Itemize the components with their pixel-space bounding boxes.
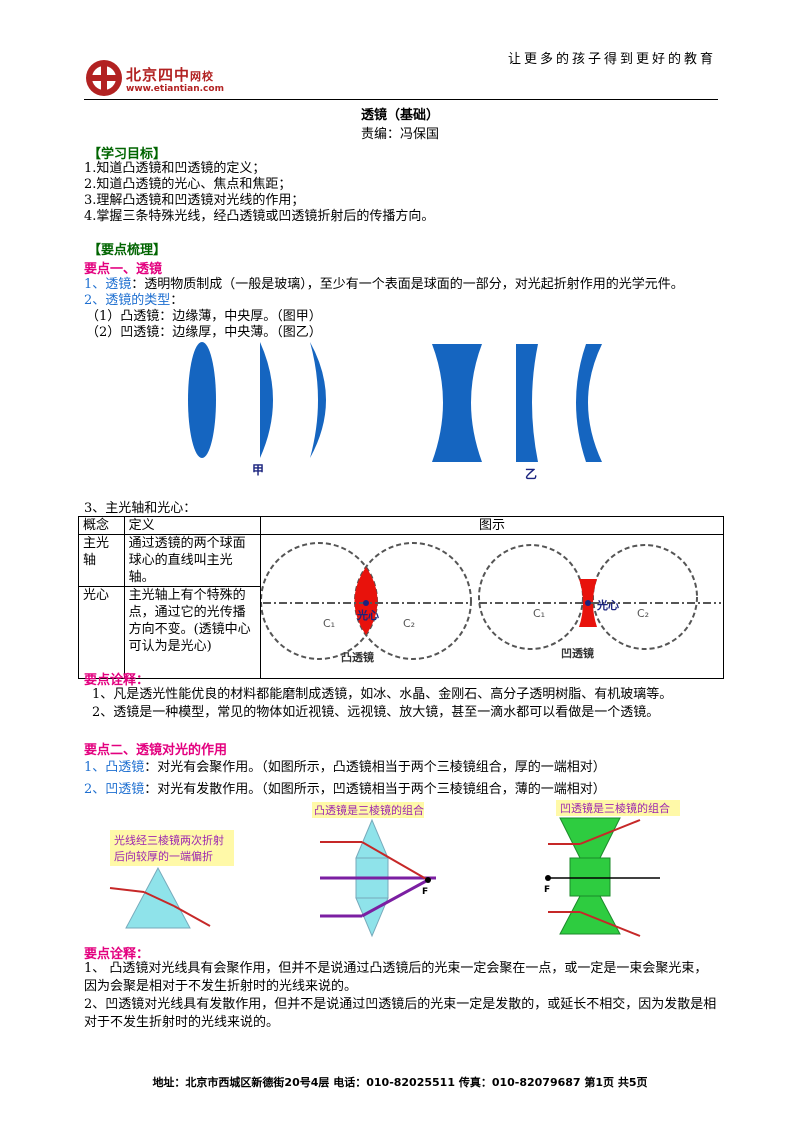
convex-lens-meniscus (310, 342, 326, 458)
concave-combo-caption: 凹透镜是三棱镜的组合 (560, 801, 670, 815)
convex-type-line: （1）凸透镜：边缘薄，中央厚。（图甲） (86, 309, 322, 324)
convex-ray-top-out (361, 841, 429, 881)
figure-yi-label: 乙 (525, 467, 537, 481)
convex-top-prism (355, 818, 389, 859)
concave-c2-label: C₂ (637, 607, 649, 620)
point1-types: 2、透镜的类型： (84, 293, 183, 309)
note1-title: 要点诠释： (84, 673, 150, 688)
convex-combo-caption: 凸透镜是三棱镜的组合 (314, 803, 424, 817)
table-header-definition: 定义 (123, 516, 262, 535)
table-row-main-axis: 主光轴 通过透镜的两个球面球心的直线叫主光轴。 光心 C₁ C₂ 凸透镜 (78, 534, 724, 679)
convex-c1-label: C₁ (323, 617, 335, 630)
point2-convex: 1、凸透镜：对光有会聚作用。（如图所示，凸透镜相当于两个三棱镜组合，厚的一端相对… (84, 760, 606, 776)
point2-title: 要点二、透镜对光的作用 (84, 743, 228, 758)
table-cell-diagram: 光心 C₁ C₂ 凸透镜 光心 C₁ C₂ 凹透镜 (260, 534, 724, 679)
point2-concave-text: ：对光有发散作用。（如图所示，凹透镜相当于两个三棱镜组合，薄的一端相对） (144, 782, 606, 797)
concave-sphere-right (592, 544, 698, 650)
goal-item-4: 4.掌握三条特殊光线，经凸透镜或凹透镜折射后的传播方向。 (84, 209, 435, 224)
convex-sphere-right (354, 542, 472, 660)
prism-caption-box (110, 830, 234, 866)
point2-convex-text: ：对光有会聚作用。（如图所示，凸透镜相当于两个三棱镜组合，厚的一端相对） (144, 760, 606, 775)
optical-center-diagram: 光心 C₁ C₂ 凸透镜 光心 C₁ C₂ 凹透镜 (260, 542, 721, 664)
concave-center-label: 光心 (596, 598, 619, 612)
points-heading: 【要点梳理】 (88, 243, 167, 258)
concave-focus-label: F (544, 885, 550, 895)
doc-title: 透镜（基础） (360, 108, 439, 123)
logo (84, 58, 284, 102)
convex-optical-center-dot (363, 600, 369, 606)
point1-types-label: 2、透镜的类型 (84, 293, 171, 308)
convex-c2-label: C₂ (403, 617, 415, 630)
logo-sub-text: 网校 (190, 70, 215, 83)
convex-center-label: 光心 (356, 608, 379, 622)
logo-name: 北京四中网校 (126, 64, 214, 85)
concave-top-prism (559, 817, 621, 859)
concave-ray-top-out (579, 819, 641, 845)
point1-definition: 1、透镜：透明物质制成（一般是玻璃），至少有一个表面是球面的一部分，对光起折射作… (84, 277, 684, 293)
convex-ray-bottom-out (361, 878, 429, 918)
concave-lens-biconcave (432, 344, 482, 462)
logo-url: www.etiantian.com (126, 84, 224, 94)
prism-figures: 光线经三棱镜两次折射 后向较厚的一端偏折 凸透镜是三棱镜的组合 F 凹透镜是三棱… (109, 800, 680, 938)
figure-jia-label: 甲 (252, 463, 264, 477)
prism-ray-mid (143, 891, 175, 907)
axis-section-title: 3、主光轴和光心： (84, 501, 197, 516)
note2-paragraph-1: 1、 凸透镜对光线具有会聚作用，但并不是说通过凸透镜后的光束一定会聚在一点，或一… (84, 961, 708, 994)
page-footer: 地址：北京市西城区新德街20号4层 电话：010-82025511 传真：010… (152, 1076, 648, 1089)
convex-lens-planoconvex (260, 342, 273, 458)
concave-c1-label: C₁ (533, 607, 545, 620)
convex-focus-label: F (422, 887, 428, 897)
point1-def-text: ：透明物质制成（一般是玻璃），至少有一个表面是球面的一部分，对光起折射作用的光学… (131, 277, 684, 292)
prism-ray-in (109, 887, 145, 893)
note1-item-2: 2、透镜是一种模型，常见的物体如近视镜、远视镜、放大镜，甚至一滴水都可以看做是一… (92, 705, 660, 720)
prism-ray-out (173, 905, 211, 927)
concave-type-line: （2）凹透镜：边缘厚，中央薄。（图乙） (86, 325, 322, 340)
concave-optical-center-dot (585, 600, 591, 606)
lens-shapes-figure: 甲 乙 (188, 342, 602, 481)
concave-sphere-left (478, 544, 584, 650)
concave-focus-dot (545, 875, 551, 881)
prism-caption-line1: 光线经三棱镜两次折射 (114, 833, 224, 847)
convex-lens-biconvex (188, 342, 216, 458)
table-cell-optical-center-name: 光心 (78, 586, 125, 679)
point2-convex-label: 1、凸透镜 (84, 760, 145, 775)
goals-heading: 【学习目标】 (88, 147, 167, 162)
prism-caption-line2: 后向较厚的一端偏折 (114, 849, 213, 863)
concave-lens-planoconcave (516, 344, 538, 462)
table-header-row: 概念 定义 图示 (78, 516, 724, 535)
table-header-concept: 概念 (78, 516, 125, 535)
concave-ray-bottom-out (579, 911, 641, 937)
doc-editor: 责编：冯保国 (360, 127, 439, 142)
point1-def-label: 1、透镜 (84, 277, 132, 292)
logo-emblem-icon (86, 60, 122, 96)
header-slogan: 让更多的孩子得到更好的教育 (507, 52, 716, 67)
logo-name-text: 北京四中 (126, 66, 191, 84)
concave-combo-caption-box (556, 800, 680, 816)
note2-title: 要点诠释： (84, 947, 150, 962)
table-row-optical-center: 光心 主光轴上有个特殊的点，通过它的光传播方向不变。(透镜中心可认为是光心) (78, 586, 724, 679)
note2-paragraph-2: 2、凹透镜对光线具有发散作用，但并不是说通过凹透镜后的光束一定是发散的，或延长不… (84, 997, 717, 1030)
concave-caption: 凹透镜 (561, 646, 594, 660)
table-cell-main-axis-name: 主光轴 (78, 534, 125, 587)
point1-types-colon: ： (170, 293, 184, 308)
convex-caption: 凸透镜 (341, 650, 374, 663)
convex-combo-caption-box (312, 802, 424, 818)
convex-focus-dot (425, 877, 431, 883)
goal-item-3: 3.理解凸透镜和凹透镜对光线的作用； (84, 193, 305, 208)
concave-lens-meniscus (576, 344, 602, 462)
point1-title: 要点一、透镜 (84, 262, 163, 277)
concave-middle-block (569, 857, 611, 897)
point2-concave: 2、凹透镜：对光有发散作用。（如图所示，凹透镜相当于两个三棱镜组合，薄的一端相对… (84, 782, 606, 798)
table-cell-main-axis-def: 通过透镜的两个球面球心的直线叫主光轴。 (123, 534, 262, 587)
goal-item-1: 1.知道凸透镜和凹透镜的定义； (84, 161, 266, 176)
point2-concave-label: 2、凹透镜 (84, 782, 145, 797)
optical-axis-table: 概念 定义 图示 主光轴 通过透镜的两个球面球心的直线叫主光轴。 光心 C₁ C… (78, 516, 724, 679)
table-header-diagram: 图示 (260, 516, 724, 535)
note1-item-1: 1、凡是透光性能优良的材料都能磨制成透镜，如冰、水晶、金刚石、高分子透明树脂、有… (92, 687, 673, 702)
header-divider (84, 99, 718, 100)
table-cell-optical-center-def: 主光轴上有个特殊的点，通过它的光传播方向不变。(透镜中心可认为是光心) (123, 586, 262, 679)
goal-item-2: 2.知道凸透镜的光心、焦点和焦距； (84, 177, 292, 192)
